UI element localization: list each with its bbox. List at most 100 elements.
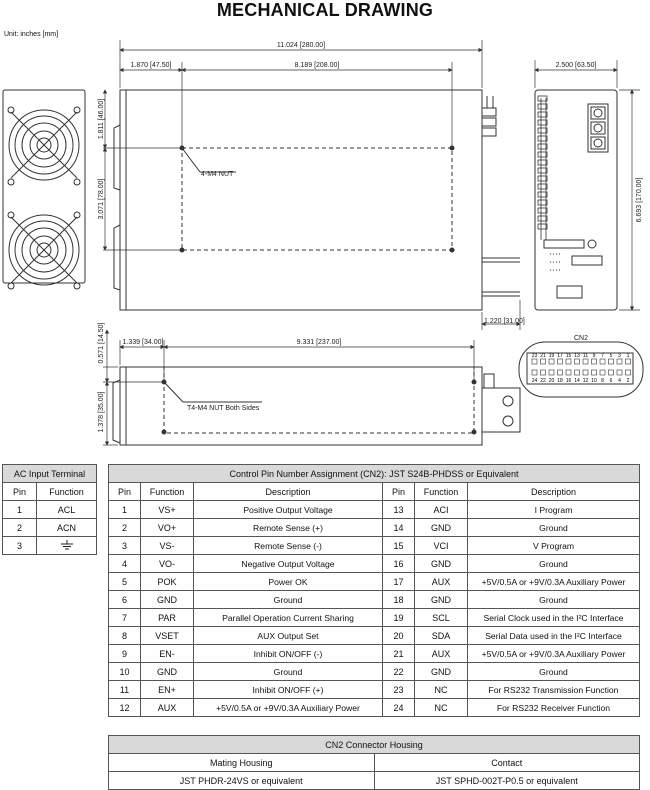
control-pin-table: Control Pin Number Assignment (CN2): JST…: [108, 464, 640, 717]
dim-overall-length: 11.024 [280.00]: [277, 42, 325, 49]
cn2-pin-number: 9: [593, 353, 596, 359]
cn2-pin: [565, 358, 572, 365]
cn2-pin: [591, 358, 597, 365]
function-cell: GND: [414, 554, 468, 573]
cn2-pin-number: 4: [618, 378, 621, 384]
table-row: JST PHDR-24VS or equivalent JST SPHD-002…: [108, 771, 640, 790]
cn2-pin: [557, 369, 563, 376]
description-cell: Ground: [193, 662, 383, 681]
function-cell: GND: [414, 662, 468, 681]
dim-rear-protrusion: 1.220 [31.00]: [484, 318, 525, 325]
cn2-pin-number: 24: [532, 378, 538, 384]
ac-pin: 3: [2, 536, 37, 555]
description-cell: AUX Output Set: [193, 626, 383, 645]
cn2-pin-number: 13: [574, 353, 580, 359]
description-cell: Negative Output Voltage: [193, 554, 383, 573]
description-cell: For RS232 Receiver Function: [467, 698, 640, 717]
ac-pin: 1: [2, 500, 37, 519]
pin-cell: 8: [108, 626, 141, 645]
cn2-pin-number: 12: [583, 378, 589, 384]
cn2-pin: [582, 369, 589, 376]
function-cell: ACI: [414, 500, 468, 519]
description-cell: I Program: [467, 500, 640, 519]
unit-note: Unit: inches [mm]: [4, 31, 59, 38]
pin-cell: 11: [108, 680, 141, 699]
rear-view: [534, 89, 618, 311]
pin-cell: 24: [382, 698, 415, 717]
cn2-pin-number: 11: [583, 353, 588, 359]
header-pin: Pin: [382, 482, 415, 501]
cn2-pin-number: 17: [557, 353, 563, 359]
header-function: Function: [414, 482, 468, 501]
function-cell: NC: [414, 698, 468, 717]
cn2-pin-number: 10: [591, 378, 597, 384]
function-cell: GND: [140, 662, 194, 681]
function-cell: POK: [140, 572, 194, 591]
pin-cell: 17: [382, 572, 415, 591]
function-cell: SDA: [414, 626, 468, 645]
description-cell: +5V/0.5A or +9V/0.3A Auxiliary Power: [467, 572, 640, 591]
cn2-label: CN2: [574, 335, 588, 342]
cn2-pin-number: 2: [627, 378, 630, 384]
cn2-pin-number: 1: [627, 353, 630, 359]
cn2-pin: [625, 358, 631, 365]
pin-cell: 9: [108, 644, 141, 663]
ac-header-function: Function: [36, 482, 97, 501]
dim-hole-vertical: 3.071 [78.00]: [98, 179, 105, 220]
cn2-pin-number: 3: [618, 353, 621, 359]
nut-label-top: 4-M4 NUT: [201, 171, 234, 178]
description-cell: Ground: [467, 662, 640, 681]
cn2-pin: [557, 358, 563, 365]
dim-hole-span: 8.189 [208.00]: [295, 62, 340, 69]
cn2-pin: [599, 358, 606, 365]
pin-cell: 20: [382, 626, 415, 645]
pin-cell: 21: [382, 644, 415, 663]
description-cell: Parallel Operation Current Sharing: [193, 608, 383, 627]
function-cell: EN-: [140, 644, 194, 663]
header-mating-housing: Mating Housing: [108, 753, 375, 772]
description-cell: V Program: [467, 536, 640, 555]
description-cell: Positive Output Voltage: [193, 500, 383, 519]
cn2-pin-number: 7: [601, 353, 604, 359]
function-cell: VO-: [140, 554, 194, 573]
cn2-pin: [625, 369, 631, 376]
pin-cell: 5: [108, 572, 141, 591]
description-cell: Ground: [193, 590, 383, 609]
nut-label-side: T4-M4 NUT Both Sides: [187, 405, 260, 412]
cn2-pin-number: 20: [549, 378, 555, 384]
cn2-pin-number: 5: [610, 353, 613, 359]
function-cell: PAR: [140, 608, 194, 627]
function-cell: SCL: [414, 608, 468, 627]
ac-header-pin: Pin: [2, 482, 37, 501]
pin-cell: 13: [382, 500, 415, 519]
cn2-pin: [599, 369, 606, 376]
function-cell: GND: [140, 590, 194, 609]
ac-table-title: AC Input Terminal: [2, 464, 97, 483]
cn2-pin: [591, 369, 597, 376]
top-view: [113, 89, 520, 311]
cn2-connector: [518, 341, 644, 398]
pin-cell: 2: [108, 518, 141, 537]
function-cell: AUX: [140, 698, 194, 717]
description-cell: Power OK: [193, 572, 383, 591]
function-cell: VCI: [414, 536, 468, 555]
pin-cell: 1: [108, 500, 141, 519]
dim-side-height: 1.378 [35.00]: [98, 392, 105, 433]
cn2-pin-number: 8: [601, 378, 604, 384]
function-cell: GND: [414, 518, 468, 537]
fan-panel: [2, 89, 86, 290]
header-contact: Contact: [373, 753, 640, 772]
description-cell: +5V/0.5A or +9V/0.3A Auxiliary Power: [193, 698, 383, 717]
cn2-pin-number: 6: [610, 378, 613, 384]
